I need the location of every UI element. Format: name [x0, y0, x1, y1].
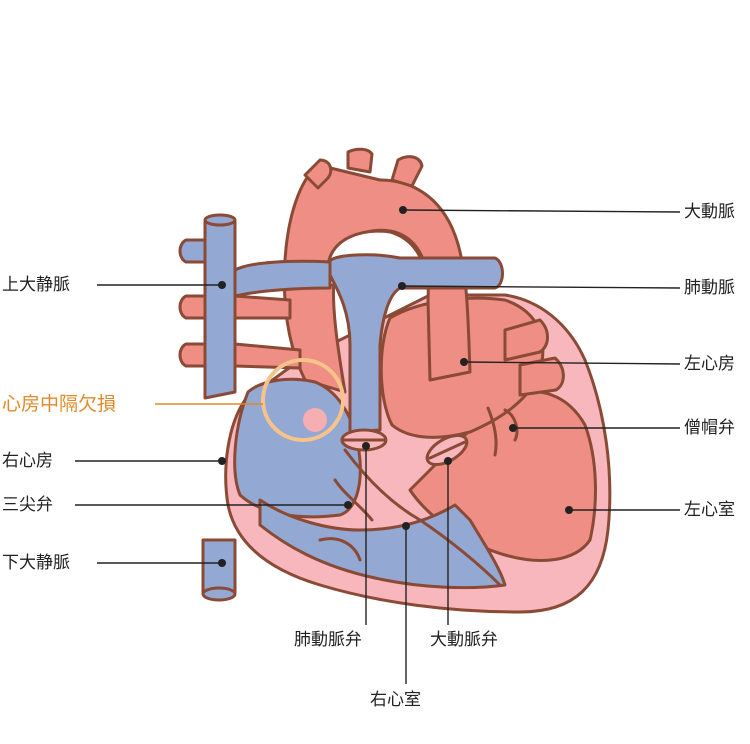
label-pulmonary-artery: 肺動脈 [684, 278, 735, 298]
label-asd: 心房中隔欠損 [2, 393, 117, 415]
right-pulmonary-vessel-3 [178, 342, 207, 368]
pulmonary-vein-upper [503, 318, 549, 362]
dot-left-ventricle [565, 506, 573, 514]
dot-pulmonary-artery [398, 282, 406, 290]
leader-pulmonary-artery [401, 285, 681, 289]
interventricular-septum [343, 448, 502, 587]
tricuspid-valve-shape [333, 478, 374, 522]
mitral-valve-shape [486, 406, 519, 457]
dot-aortic-valve [444, 457, 452, 465]
label-aortic-valve: 大動脈弁 [430, 630, 498, 650]
superior-vena-cava [203, 214, 237, 400]
dot-pulmonary-valve [362, 442, 370, 450]
pulmonary-artery-right-branch [233, 259, 332, 298]
label-mitral-valve: 僧帽弁 [684, 418, 735, 438]
right-ventricle [258, 498, 507, 590]
pulmonary-vein-lower [518, 356, 565, 397]
aorta-branch-1 [303, 158, 333, 190]
label-tricuspid-valve: 三尖弁 [2, 495, 53, 515]
right-pulmonary-vessel-1 [178, 238, 207, 264]
tricuspid-leaflet [318, 537, 362, 562]
dot-right-atrium [218, 457, 226, 465]
dot-inferior-vena-cava [218, 559, 226, 567]
label-right-ventricle: 右心室 [370, 690, 421, 710]
aorta-branch-2 [346, 147, 374, 174]
label-left-atrium: 左心房 [684, 354, 735, 374]
dot-left-atrium [460, 358, 468, 366]
inferior-vena-cava-opening [201, 586, 237, 602]
label-pulmonary-valve: 肺動脈弁 [294, 630, 362, 650]
right-pulmonary-link-1 [233, 294, 292, 320]
label-inferior-vena-cava: 下大静脈 [2, 553, 70, 573]
leader-left-atrium [463, 361, 681, 365]
dot-mitral-valve [509, 424, 517, 432]
dot-superior-vena-cava [218, 281, 226, 289]
aorta-branch-3 [390, 155, 424, 188]
asd-defect [303, 408, 327, 432]
right-pulmonary-vessel-2 [178, 294, 207, 320]
label-aorta: 大動脈 [684, 202, 735, 222]
label-right-atrium: 右心房 [2, 451, 53, 471]
leader-aorta [402, 209, 681, 213]
superior-vena-cava-opening [203, 213, 237, 227]
dot-right-ventricle [402, 522, 410, 530]
asd-highlight-circle [261, 358, 345, 442]
label-superior-vena-cava: 上大静脈 [2, 275, 70, 295]
dot-aorta [399, 206, 407, 214]
label-left-ventricle: 左心室 [684, 500, 735, 520]
dot-tricuspid [344, 501, 352, 509]
right-pulmonary-link-2 [233, 342, 302, 370]
pulmonary-artery [328, 253, 504, 434]
